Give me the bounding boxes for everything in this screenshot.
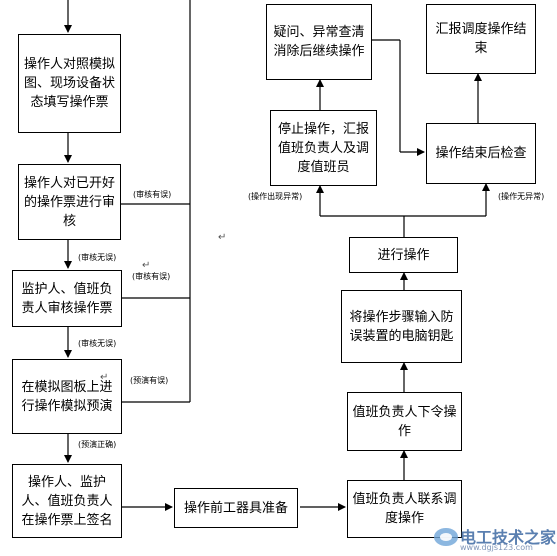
box-review-own: 操作人对已开好的操作票进行审核 xyxy=(18,164,121,240)
box-stop-report: 停止操作，汇报值班负责人及调度值班员 xyxy=(270,110,377,186)
box-simulate: 在模拟图板上进行操作模拟预演 xyxy=(12,359,122,434)
box-execute: 进行操作 xyxy=(349,237,458,273)
box-guardian-review: 监护人、值班负责人审核操作票 xyxy=(12,270,122,327)
label-review-ok: (审核无误) xyxy=(78,253,117,262)
box-resolve: 疑问、异常查清消除后继续操作 xyxy=(266,4,372,80)
label-review-ok-2: (审核无误) xyxy=(78,339,117,348)
box-check-after: 操作结束后检查 xyxy=(426,123,536,184)
box-sign: 操作人、监护人、值班负责人在操作票上签名 xyxy=(12,464,122,538)
label-review-error-2: (审核有误) xyxy=(132,272,171,281)
return-mark: ↵ xyxy=(100,372,109,383)
box-input-key: 将操作步骤输入防误装置的电脑钥匙 xyxy=(341,290,462,363)
box-contact-dispatch: 值班负责人联系调度操作 xyxy=(347,480,462,538)
label-op-normal: (操作无异常) xyxy=(498,192,545,201)
box-tool-prep: 操作前工器具准备 xyxy=(174,488,298,528)
box-report-end: 汇报调度操作结束 xyxy=(426,4,536,74)
label-rehearsal-ok: (预演正确) xyxy=(78,440,117,449)
label-review-error: (审核有误) xyxy=(133,190,172,199)
label-op-problem: (操作出现异常) xyxy=(248,192,303,201)
return-mark: ↵ xyxy=(142,260,151,271)
watermark-logo xyxy=(434,528,458,546)
box-fill-ticket: 操作人对照模拟图、现场设备状态填写操作票 xyxy=(18,34,121,133)
watermark-url: www.dgjs123.com xyxy=(460,543,533,552)
label-rehearsal-error: (预演有误) xyxy=(130,376,169,385)
box-order: 值班负责人下令操作 xyxy=(347,392,462,451)
return-mark: ↵ xyxy=(218,232,227,243)
watermark-text: 电工技术之家 xyxy=(460,528,557,547)
